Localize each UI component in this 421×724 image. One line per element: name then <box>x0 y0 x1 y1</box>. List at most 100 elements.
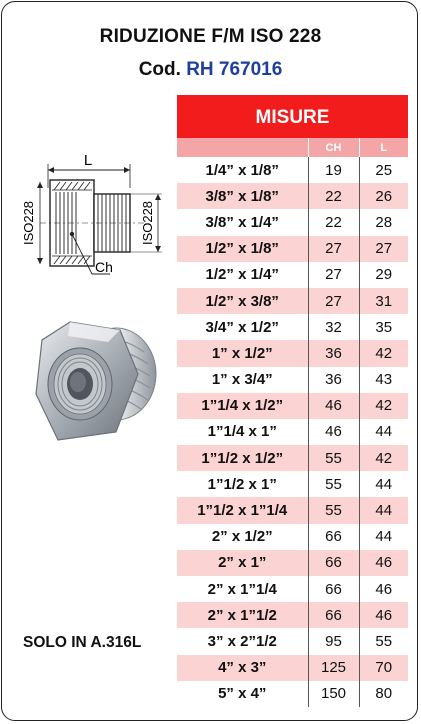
l-cell: 80 <box>358 680 408 707</box>
size-cell: 3” x 2”1/2 <box>207 632 277 650</box>
l-cell: 46 <box>358 602 408 629</box>
l-cell: 42 <box>358 340 408 367</box>
ch-cell: 55 <box>307 497 359 524</box>
size-cell: 1”1/2 x 1” <box>207 475 277 493</box>
column-header-ch: CH <box>307 138 359 157</box>
hex-label: Ch <box>95 259 113 275</box>
l-cell: 44 <box>358 418 408 446</box>
l-cell: 44 <box>358 523 408 550</box>
l-cell: 26 <box>358 183 408 210</box>
ch-cell: 27 <box>307 261 359 288</box>
l-cell: 35 <box>358 314 408 341</box>
l-cell: 42 <box>358 392 408 419</box>
l-cell: 44 <box>358 497 408 524</box>
material-note: SOLO IN A.316L <box>23 634 142 651</box>
size-cell: 3/8” x 1/8” <box>205 187 279 205</box>
l-cell: 46 <box>358 576 408 603</box>
l-cell: 70 <box>358 654 408 681</box>
measures-subheader: CH L <box>177 138 408 157</box>
size-cell: 1”1/4 x 1” <box>207 423 277 441</box>
l-cell: 44 <box>358 471 408 498</box>
ch-cell: 125 <box>307 654 359 681</box>
ch-cell: 66 <box>307 523 359 550</box>
ch-cell: 27 <box>307 235 359 262</box>
size-cell: 2” x 1”1/2 <box>207 606 277 624</box>
size-cell: 2” x 1”1/4 <box>207 580 277 598</box>
code-prefix: Cod. <box>138 59 181 80</box>
right-thread-label: ISO228 <box>140 201 155 245</box>
ch-cell: 22 <box>307 209 359 236</box>
l-cell: 27 <box>358 235 408 262</box>
l-cell: 46 <box>358 549 408 576</box>
size-cell: 1/2” x 1/4” <box>205 266 279 284</box>
length-label: L <box>84 152 92 169</box>
ch-cell: 95 <box>307 628 359 655</box>
size-cell: 1” x 3/4” <box>211 371 273 389</box>
l-cell: 43 <box>358 366 408 393</box>
size-cell: 1”1/2 x 1”1/4 <box>197 502 288 520</box>
ch-cell: 150 <box>307 680 359 707</box>
size-cell: 3/8” x 1/4” <box>205 213 279 231</box>
column-header-l: L <box>358 138 408 157</box>
l-cell: 55 <box>358 628 408 655</box>
code-number: RH 767016 <box>186 59 283 80</box>
left-thread-label: ISO228 <box>21 201 36 245</box>
l-cell: 28 <box>358 209 408 236</box>
ch-cell: 22 <box>307 183 359 210</box>
size-cell: 1/2” x 3/8” <box>205 292 279 310</box>
product-photo <box>35 321 157 441</box>
measures-header: MISURE <box>177 95 408 138</box>
ch-cell: 19 <box>307 157 359 184</box>
ch-cell: 55 <box>307 445 359 472</box>
size-cell: 2” x 1/2” <box>211 528 273 546</box>
l-cell: 31 <box>358 287 408 315</box>
size-cell: 1”1/2 x 1/2” <box>201 449 284 467</box>
size-cell: 5” x 4” <box>218 685 267 703</box>
ch-cell: 55 <box>307 471 359 498</box>
ch-cell: 36 <box>307 340 359 367</box>
ch-cell: 66 <box>307 602 359 629</box>
product-title: RIDUZIONE F/M ISO 228 <box>99 26 322 47</box>
l-cell: 29 <box>358 261 408 288</box>
ch-cell: 66 <box>307 549 359 576</box>
technical-drawing: L Ch ISO228 ISO228 <box>21 152 162 275</box>
size-cell: 2” x 1” <box>218 554 267 572</box>
size-cell: 3/4” x 1/2” <box>205 318 279 336</box>
size-cell: 1” x 1/2” <box>211 344 273 362</box>
size-cell: 4” x 3” <box>218 659 267 677</box>
column-header-size <box>177 138 308 157</box>
l-cell: 42 <box>358 445 408 472</box>
ch-cell: 46 <box>307 392 359 419</box>
ch-cell: 46 <box>307 418 359 446</box>
ch-cell: 66 <box>307 576 359 603</box>
size-cell: 1”1/4 x 1/2” <box>201 397 284 415</box>
ch-cell: 27 <box>307 287 359 315</box>
ch-cell: 36 <box>307 366 359 393</box>
ch-cell: 32 <box>307 314 359 341</box>
size-cell: 1/4” x 1/8” <box>205 161 279 179</box>
product-code: Cod. RH 767016 <box>0 59 421 81</box>
